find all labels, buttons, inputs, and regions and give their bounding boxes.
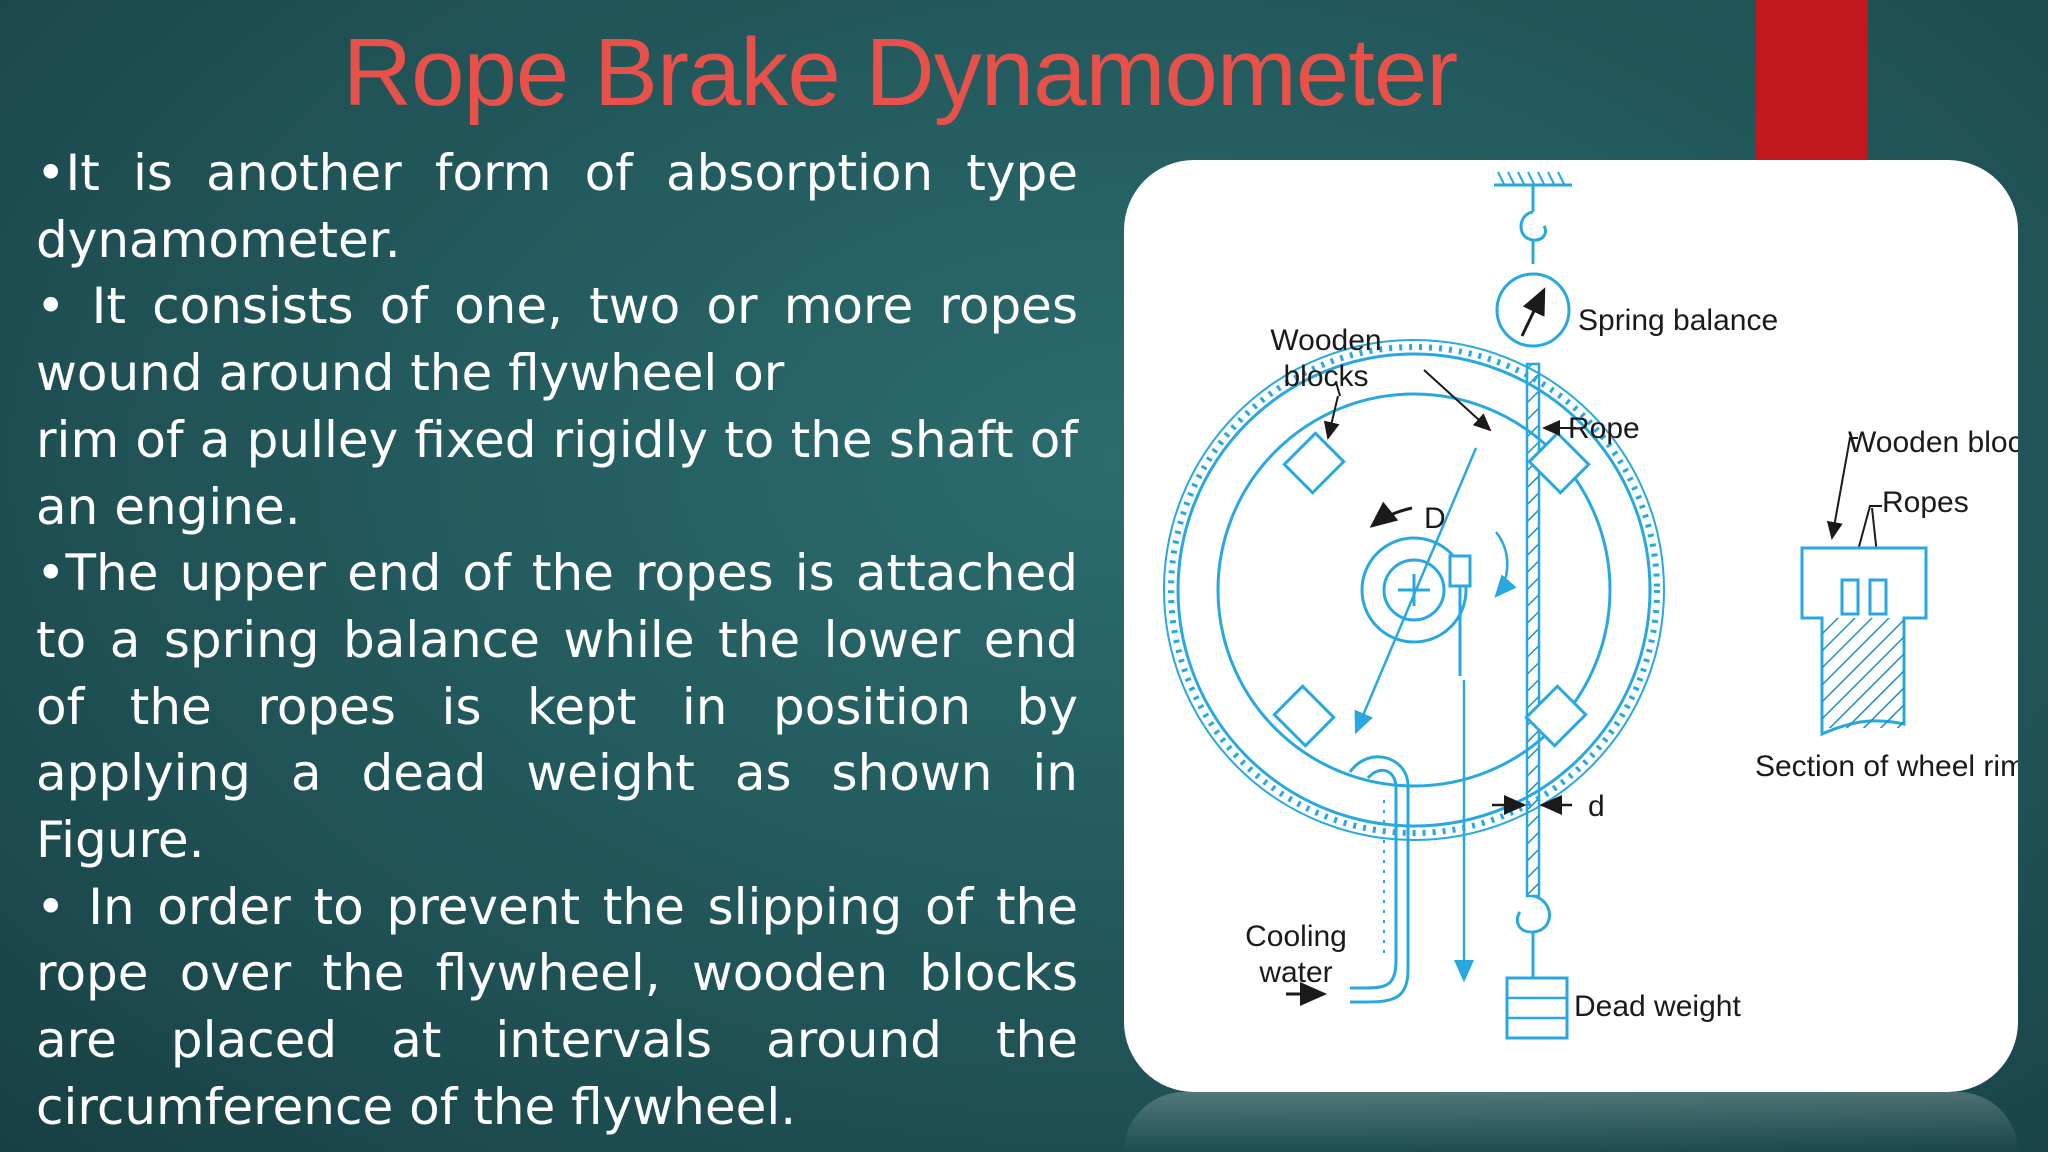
spring-balance bbox=[1495, 272, 1571, 348]
paragraph-5: • In order to prevent the slipping of th… bbox=[36, 877, 1078, 1136]
body-text: •It is another form of absorption type d… bbox=[36, 140, 1078, 1141]
accent-bar bbox=[1756, 0, 1868, 162]
flywheel bbox=[1163, 339, 1665, 841]
figure-reflection bbox=[1124, 1092, 2018, 1152]
label-cooling-water-2: water bbox=[1258, 956, 1332, 989]
label-diameter: D bbox=[1424, 502, 1446, 535]
slide-title: Rope Brake Dynamometer bbox=[342, 19, 1458, 126]
ceiling-support bbox=[1494, 171, 1572, 264]
label-wooden-blocks-2: blocks bbox=[1283, 360, 1368, 393]
label-ropes: Ropes bbox=[1882, 486, 1969, 519]
paragraph-1: •It is another form of absorption type d… bbox=[36, 144, 1078, 269]
label-rope-diameter: d bbox=[1588, 790, 1605, 823]
cooling-water-pipe bbox=[1286, 680, 1474, 1006]
label-rope: Rope bbox=[1568, 412, 1640, 445]
label-dead-weight: Dead weight bbox=[1574, 990, 1741, 1023]
rope-brake-diagram: Spring balance Wooden blocks Rope D d Co… bbox=[1163, 171, 2018, 1040]
label-wooden-block: Wooden block bbox=[1848, 426, 2018, 459]
label-wooden-blocks-1: Wooden bbox=[1270, 324, 1381, 357]
label-cooling-water-1: Cooling bbox=[1245, 920, 1347, 953]
paragraph-3: rim of a pulley fixed rigidly to the sha… bbox=[36, 410, 1078, 536]
rope bbox=[1525, 362, 1541, 898]
label-spring-balance: Spring balance bbox=[1578, 304, 1778, 337]
dead-weight bbox=[1505, 894, 1569, 1040]
wooden-blocks bbox=[1272, 431, 1591, 748]
paragraph-4: •The upper end of the ropes is attached … bbox=[36, 544, 1078, 870]
rim-section bbox=[1800, 546, 1928, 737]
label-section-of-wheel-rim: Section of wheel rim bbox=[1755, 750, 2018, 783]
figure-card: Spring balance Wooden blocks Rope D d Co… bbox=[1124, 160, 2018, 1092]
paragraph-2: • It consists of one, two or more ropes … bbox=[36, 277, 1078, 403]
